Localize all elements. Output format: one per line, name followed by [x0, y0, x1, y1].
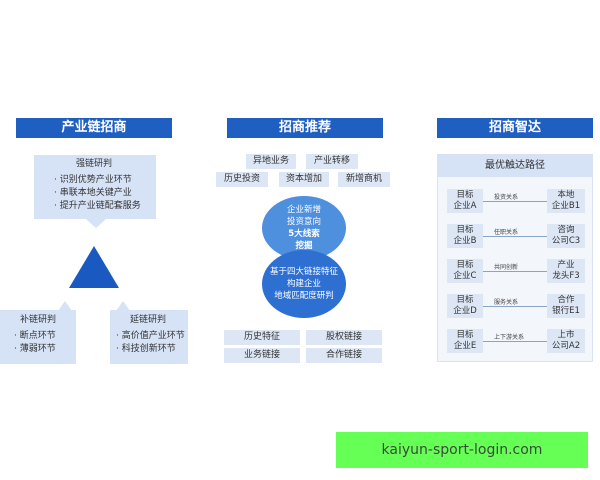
route-target-line: 合作	[557, 295, 575, 305]
qiang-item: · 串联本地关键产业	[54, 188, 132, 198]
qiang-item: · 提升产业链配套服务	[54, 201, 141, 211]
route-source-line: 企业B	[453, 236, 477, 246]
route-relation: 上下游关系	[494, 334, 525, 341]
route-connector	[483, 341, 547, 342]
route-panel: 最优触达路径 目标企业A 投资关系 本地企业B1 目标企业B 任职关系 咨询公司…	[437, 154, 593, 362]
watermark-banner[interactable]: kaiyun-sport-login.com	[336, 432, 588, 468]
route-source-line: 目标	[456, 330, 474, 340]
triangle-icon	[69, 246, 119, 288]
route-connector	[483, 271, 547, 272]
route-relation: 投资关系	[494, 194, 519, 201]
yan-pointer	[116, 301, 130, 311]
yan-item: · 高价值产业环节	[116, 331, 185, 341]
route-target-line: 咨询	[557, 225, 575, 235]
route-source-line: 目标	[456, 190, 474, 200]
route-source: 目标企业B	[447, 224, 483, 248]
route-target-line: 本地	[557, 190, 575, 200]
route-target-line: 银行E1	[552, 306, 580, 316]
route-source: 目标企业C	[447, 259, 483, 283]
circle-match-line: 地域匹配度研判	[274, 291, 334, 301]
route-source-line: 目标	[456, 260, 474, 270]
circle-clue: 企业新增 投资意向 5大线索 挖掘	[262, 196, 346, 260]
route-connector	[483, 201, 547, 202]
route-target: 上市公司A2	[547, 329, 585, 353]
circle-match: 基于四大链接特征 构建企业 地域匹配度研判	[262, 250, 346, 318]
route-row: 目标企业E 上下游关系 上市公司A2	[438, 329, 592, 353]
route-row: 目标企业A 投资关系 本地企业B1	[438, 189, 592, 213]
route-source: 目标企业E	[447, 329, 483, 353]
route-target: 咨询公司C3	[547, 224, 585, 248]
yan-item: · 科技创新环节	[116, 344, 176, 354]
route-source-line: 企业A	[453, 201, 477, 211]
route-relation: 任职关系	[494, 229, 519, 236]
yan-box: 延链研判 · 高价值产业环节 · 科技创新环节	[110, 310, 188, 364]
tag-yidi: 异地业务	[246, 154, 296, 169]
circle-clue-line: 投资意向	[286, 217, 321, 227]
route-target: 合作银行E1	[547, 294, 585, 318]
circle-match-line: 基于四大链接特征	[269, 267, 338, 277]
qiang-box: 强链研判 · 识别优势产业环节 · 串联本地关键产业 · 提升产业链配套服务	[34, 155, 156, 219]
route-connector	[483, 306, 547, 307]
yan-title: 延链研判	[130, 315, 167, 325]
route-source-line: 目标	[456, 295, 474, 305]
tag-hezuo: 合作链接	[306, 348, 382, 363]
tag-yewu: 业务链接	[224, 348, 300, 363]
circle-clue-line: 5大线索	[288, 229, 320, 239]
route-target-line: 公司A2	[551, 341, 581, 351]
tag-lishi: 历史投资	[216, 172, 268, 187]
route-source-line: 企业C	[453, 271, 477, 281]
route-panel-title: 最优触达路径	[438, 155, 592, 177]
col3-header: 招商智达	[437, 118, 593, 138]
qiang-pointer	[86, 219, 106, 228]
route-row: 目标企业D 服务关系 合作银行E1	[438, 294, 592, 318]
route-row: 目标企业C 共同创新 产业龙头F3	[438, 259, 592, 283]
bu-pointer	[58, 301, 72, 311]
route-source: 目标企业D	[447, 294, 483, 318]
bu-item: · 断点环节	[14, 331, 56, 341]
bu-title: 补链研判	[20, 315, 57, 325]
route-target-line: 公司C3	[551, 236, 581, 246]
route-target-line: 产业	[557, 260, 575, 270]
qiang-title: 强链研判	[76, 159, 113, 169]
route-relation: 共同创新	[494, 264, 519, 271]
col1-header: 产业链招商	[16, 118, 172, 138]
tag-guquan: 股权链接	[306, 330, 382, 345]
route-source-line: 目标	[456, 225, 474, 235]
route-relation: 服务关系	[494, 299, 519, 306]
route-source: 目标企业A	[447, 189, 483, 213]
route-target-line: 龙头F3	[552, 271, 580, 281]
bu-item: · 薄弱环节	[14, 344, 56, 354]
route-source-line: 企业E	[453, 341, 477, 351]
route-target-line: 上市	[557, 330, 575, 340]
tag-lishi-tezheng: 历史特征	[224, 330, 300, 345]
col2-header: 招商推荐	[227, 118, 383, 138]
qiang-item: · 识别优势产业环节	[54, 175, 132, 185]
circle-match-line: 构建企业	[286, 279, 321, 289]
tag-ziben: 资本增加	[279, 172, 329, 187]
route-target-line: 企业B1	[551, 201, 581, 211]
tag-chanye: 产业转移	[306, 154, 358, 169]
route-target: 产业龙头F3	[547, 259, 585, 283]
circle-clue-line: 企业新增	[286, 205, 321, 215]
route-source-line: 企业D	[453, 306, 477, 316]
bu-box: 补链研判 · 断点环节 · 薄弱环节	[0, 310, 76, 364]
route-connector	[483, 236, 547, 237]
route-row: 目标企业B 任职关系 咨询公司C3	[438, 224, 592, 248]
circle-clue-line: 挖掘	[295, 241, 313, 251]
tag-xinzeng: 新增商机	[338, 172, 390, 187]
route-target: 本地企业B1	[547, 189, 585, 213]
